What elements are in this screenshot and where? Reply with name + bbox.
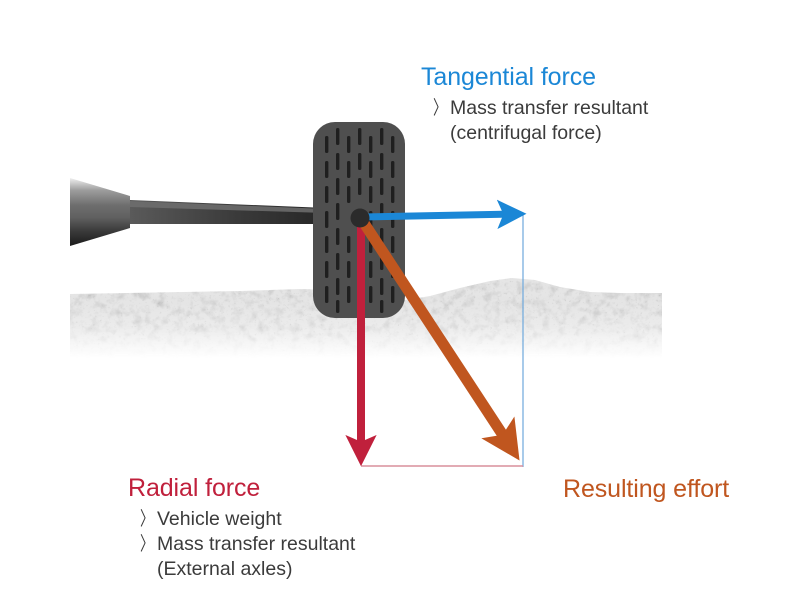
axle-shaft-highlight — [130, 201, 326, 213]
ground-shape — [70, 278, 662, 360]
axle-assembly — [70, 178, 326, 246]
tangential-continuation-text: (centrifugal force) — [450, 122, 602, 144]
chevron-bullet-icon: 〉 — [433, 98, 447, 119]
resulting-effort-heading: Resulting effort — [563, 475, 730, 503]
tangential-bullet-1: 〉 Mass transfer resultant — [433, 96, 648, 121]
ground-shape-overlay — [70, 278, 662, 360]
axle-hub — [70, 178, 130, 246]
resulting-effort-arrow — [357, 216, 520, 461]
force-origin-dot — [350, 208, 370, 228]
chevron-bullet-icon: 〉 — [140, 509, 154, 530]
ground-surface — [70, 278, 662, 360]
tangential-force-heading: Tangential force — [421, 63, 596, 91]
radial-force-heading: Radial force — [128, 474, 261, 502]
radial-bullet-2: 〉 Mass transfer resultant — [140, 532, 355, 557]
tangential-bullet-1-text: Mass transfer resultant — [450, 97, 649, 119]
radial-bullet-1-text: Vehicle weight — [157, 508, 282, 530]
radial-bullet-2-text: Mass transfer resultant — [157, 533, 356, 555]
radial-force-label-block: Radial force 〉 Vehicle weight 〉 Mass tra… — [128, 473, 355, 582]
radial-bullet-1: 〉 Vehicle weight — [140, 507, 355, 532]
tangential-force-arrow — [359, 199, 527, 230]
resulting-effort-label-block: Resulting effort — [563, 474, 729, 504]
tangential-force-label-block: Tangential force 〉 Mass transfer resulta… — [421, 62, 648, 146]
radial-continuation-text: (External axles) — [157, 558, 293, 580]
chevron-bullet-icon: 〉 — [140, 534, 154, 555]
